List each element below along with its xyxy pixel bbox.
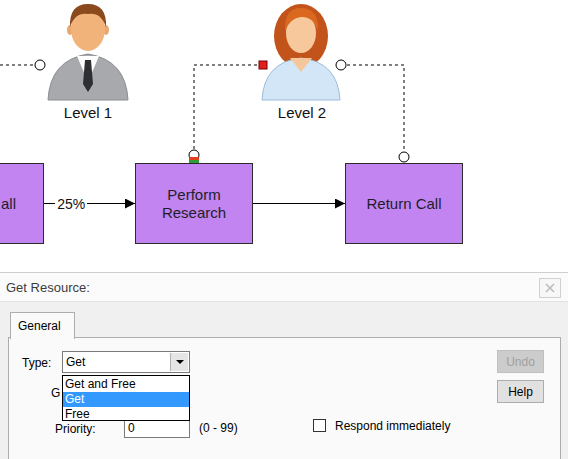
edge-label: 25% <box>55 196 87 212</box>
marker-layer <box>0 0 568 272</box>
field-label: G <box>51 386 60 400</box>
blouse-shape <box>262 58 340 100</box>
node-text: Return Call <box>366 195 441 213</box>
node-layer: Level 1 Level 2 all Perform Research Return … <box>0 0 568 272</box>
neck-shape <box>290 58 312 72</box>
resource-line <box>0 65 35 66</box>
checkbox-label: Respond immediately <box>335 419 450 433</box>
checkbox <box>313 419 326 432</box>
port-square <box>259 61 267 69</box>
node-text: all <box>1 195 16 213</box>
tab-label: General <box>18 319 61 333</box>
field-label: Type: <box>22 356 51 370</box>
combo-arrow <box>171 353 189 371</box>
button-label: Help <box>497 385 544 399</box>
list-item: Get and Free <box>65 377 136 391</box>
node-text: Level 1 <box>64 104 112 122</box>
field-label: Priority: <box>55 422 96 436</box>
edge-label-layer: 25% <box>0 0 568 272</box>
close-icon <box>540 279 560 297</box>
port-flag <box>189 157 199 160</box>
arrow-glyph <box>176 360 184 364</box>
activity-box: Perform Research <box>135 163 253 244</box>
hair-shape <box>285 8 318 31</box>
port-circle <box>336 60 346 70</box>
node-text: Level 2 <box>278 104 326 122</box>
resource-link <box>194 65 263 163</box>
list-item: Free <box>65 407 90 421</box>
port-circle <box>399 152 409 162</box>
range-hint: (0 - 99) <box>199 421 238 435</box>
close-cross <box>546 284 554 292</box>
activity-box: Return Call <box>345 163 463 244</box>
window-title: Get Resource: <box>6 281 90 295</box>
tie-shape <box>83 60 93 92</box>
person-icon <box>48 4 128 100</box>
activity-box: all <box>0 163 44 244</box>
node-text: Perform Research <box>150 186 238 222</box>
flow-arrow <box>253 203 345 204</box>
resource-icon: Level 2 <box>263 0 341 130</box>
illustration-layer <box>0 0 568 272</box>
combo-value: Get <box>66 355 85 369</box>
list-item: Get <box>65 392 84 406</box>
input-value: 0 <box>128 421 135 435</box>
connector-layer <box>0 0 568 272</box>
combo-button <box>170 353 188 371</box>
suit-shape <box>48 54 128 100</box>
hair-shape <box>70 4 106 27</box>
button-label: Undo <box>497 355 544 369</box>
port-flag <box>189 160 199 163</box>
resource-icon: Level 1 <box>44 0 132 130</box>
person-icon <box>262 4 340 100</box>
close-button <box>539 278 561 298</box>
port-circle <box>189 150 199 160</box>
resource-link <box>341 65 404 163</box>
port-circle <box>35 60 45 70</box>
